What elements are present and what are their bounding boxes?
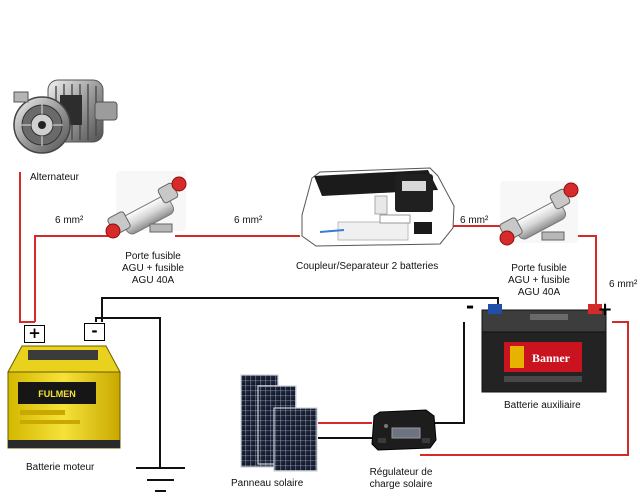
regulator-label-line: Régulateur de: [369, 467, 433, 478]
wire-gauge-label: 6 mm²: [234, 215, 263, 226]
solar-panel-label: Panneau solaire: [231, 478, 304, 489]
alternator-label: Alternateur: [30, 172, 79, 183]
fuse-holder-2-label-line: AGU + fusible: [508, 275, 570, 286]
wire-fuse2-to-aux-plus: [570, 235, 597, 308]
regulator-image: [371, 409, 437, 451]
wire-engine-minus-to-aux-minus: [101, 297, 499, 322]
fuse-holder-2-image: [499, 181, 579, 246]
alternator-image: [13, 79, 118, 154]
ground-symbol: [136, 467, 185, 492]
wire-fuse1-to-engine-plus: [34, 235, 108, 322]
coupler-label: Coupleur/Separateur 2 batteries: [296, 261, 439, 272]
wire-aux-plus-to-regulator: [420, 321, 629, 456]
wire-engine-minus-to-ground: [95, 317, 161, 468]
aux-plus-sign: +: [597, 299, 613, 320]
solar-panel-image: [240, 374, 318, 472]
aux-battery-label: Batterie auxiliaire: [504, 400, 581, 411]
engine-battery-label: Batterie moteur: [26, 462, 95, 473]
fuse-holder-2-label-line: AGU 40A: [517, 287, 561, 298]
wire-alternator-to-engine-battery: [19, 172, 35, 323]
aux-battery-brand: Banner: [532, 351, 571, 365]
wire-aux-minus-to-regulator: [432, 322, 465, 424]
engine-plus-sign: +: [24, 325, 45, 343]
engine-battery-brand: FULMEN: [38, 389, 76, 399]
fuse-holder-1-label-line: Porte fusible: [125, 251, 181, 262]
regulator-label: Régulateur de charge solaire: [360, 467, 442, 491]
aux-minus-sign: -: [465, 294, 475, 318]
wire-gauge-label: 6 mm²: [55, 215, 84, 226]
engine-minus-sign: -: [84, 323, 105, 341]
fuse-holder-2-label-line: Porte fusible: [511, 263, 567, 274]
engine-battery-image: FULMEN: [7, 345, 121, 449]
positive-wires: [19, 172, 629, 456]
regulator-label-line: charge solaire: [369, 479, 433, 490]
fuse-holder-2-label: Porte fusible AGU + fusible AGU 40A: [498, 263, 580, 299]
wire-gauge-label: 6 mm²: [460, 215, 489, 226]
aux-battery-image: Banner: [481, 304, 607, 393]
fuse-holder-1-label-line: AGU 40A: [131, 275, 175, 286]
wire-gauge-label: 6 mm²: [609, 279, 638, 290]
fuse-holder-1-image: [105, 171, 187, 239]
fuse-holder-1-label-line: AGU + fusible: [122, 263, 184, 274]
fuse-holder-1-label: Porte fusible AGU + fusible AGU 40A: [112, 251, 194, 287]
coupler-image: [301, 167, 455, 247]
